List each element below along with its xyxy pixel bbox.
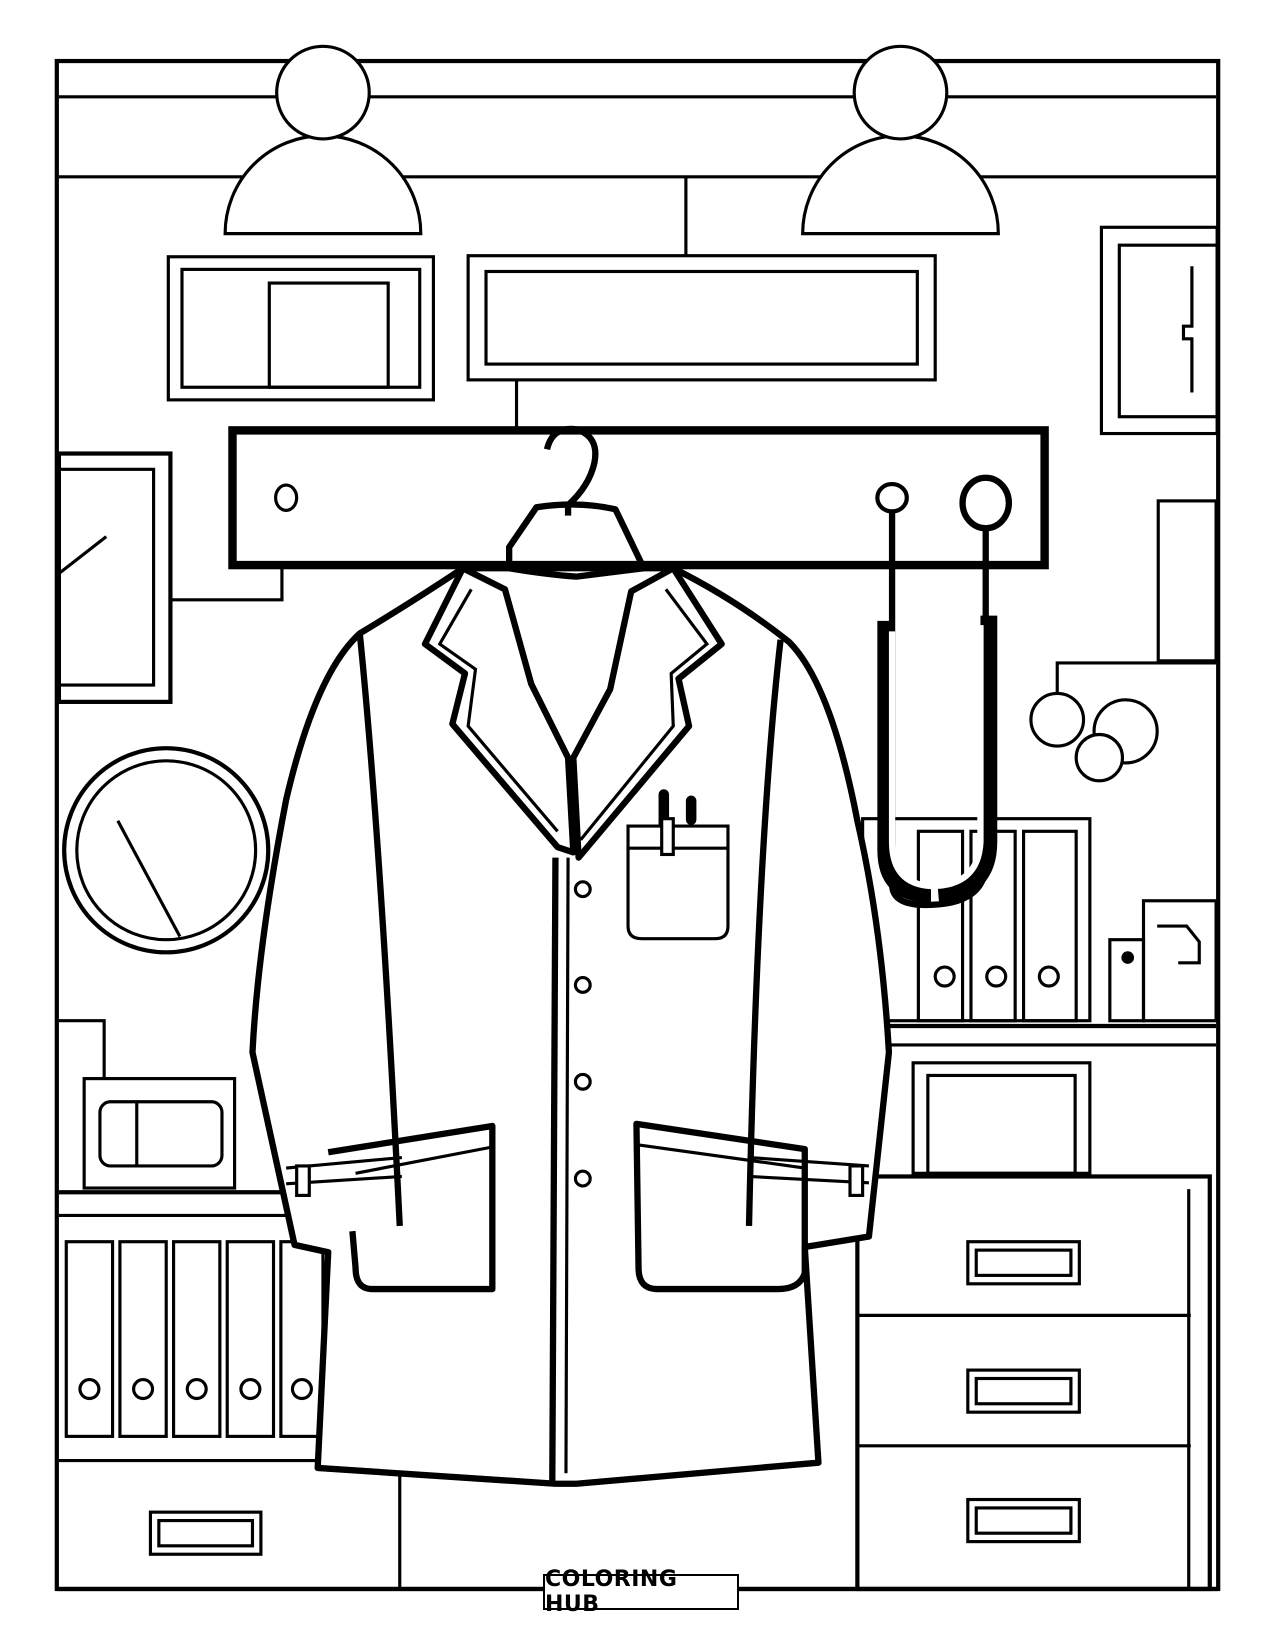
drawer-cabinet-right bbox=[855, 1174, 1212, 1592]
binders-left bbox=[64, 1240, 325, 1438]
brand-label: COLORING HUB bbox=[543, 1567, 739, 1617]
ceiling-lamp-left bbox=[223, 44, 423, 236]
wall-frame-left bbox=[166, 255, 435, 402]
bell-decoration bbox=[1029, 691, 1159, 783]
wall-clock bbox=[62, 746, 271, 955]
wall-frame-center bbox=[466, 254, 937, 430]
ceiling-lamp-right bbox=[801, 44, 1000, 236]
lab-coat bbox=[249, 425, 893, 1487]
radio-device bbox=[82, 1077, 237, 1190]
coat-rack bbox=[228, 426, 1049, 570]
binders-right bbox=[861, 817, 1092, 1023]
drawer-left-handle bbox=[148, 1510, 263, 1556]
wall-cabinet-right bbox=[1099, 225, 1219, 436]
stethoscope bbox=[877, 511, 998, 909]
